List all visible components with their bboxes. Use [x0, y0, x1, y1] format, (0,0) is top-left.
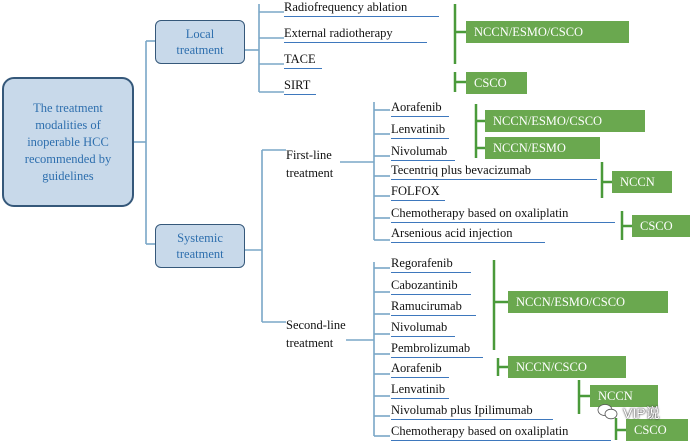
second-line-item: Cabozantinib	[391, 278, 471, 295]
root-line: inoperable HCC	[27, 134, 109, 149]
guideline-tag: NCCN	[612, 171, 672, 193]
local-label-line: treatment	[176, 43, 224, 57]
first-line-item: Tecentriq plus bevacizumab	[391, 163, 597, 180]
guideline-tag: NCCN/ESMO/CSCO	[466, 21, 629, 43]
guideline-tag: NCCN/CSCO	[508, 356, 626, 378]
second-line-item: Aorafenib	[391, 361, 449, 378]
first-line-item: Chemotherapy based on oxaliplatin	[391, 206, 615, 223]
local-label-line: Local	[185, 27, 215, 41]
local-item: Radiofrequency ablation	[284, 0, 439, 17]
second-line-item: Ramucirumab	[391, 299, 476, 316]
root-line: recommended by	[24, 151, 112, 166]
first-line-item: Arsenious acid injection	[391, 226, 545, 243]
second-line-item: Nivolumab plus Ipilimumab	[391, 403, 553, 420]
systemic-treatment-node: Systemic treatment	[155, 224, 245, 268]
second-line-label: Second-line treatment	[286, 316, 346, 352]
systemic-label-line: treatment	[176, 247, 224, 261]
second-line-item: Pembrolizumab	[391, 341, 483, 358]
root-line: The treatment	[33, 100, 103, 115]
guideline-tag: NCCN/ESMO	[485, 137, 600, 159]
local-item: SIRT	[284, 78, 316, 95]
second-line-label-line: treatment	[286, 336, 334, 350]
guideline-tag: NCCN/ESMO/CSCO	[508, 291, 668, 313]
local-item: TACE	[284, 52, 322, 69]
first-line-item: FOLFOX	[391, 184, 445, 201]
local-treatment-node: Local treatment	[155, 20, 245, 64]
root-line: guidelines	[42, 168, 94, 183]
local-item: External radiotherapy	[284, 26, 427, 43]
guideline-tag: NCCN/ESMO/CSCO	[485, 110, 645, 132]
root-line: modalities of	[35, 117, 101, 132]
guideline-tag: NCCN	[590, 385, 658, 407]
systemic-label-line: Systemic	[177, 231, 223, 245]
guideline-tag: CSCO	[632, 215, 690, 237]
first-line-label: First-line treatment	[286, 146, 333, 182]
root-node: The treatment modalities of inoperable H…	[2, 77, 134, 207]
second-line-item: Lenvatinib	[391, 382, 449, 399]
second-line-item: Regorafenib	[391, 256, 471, 273]
watermark: VIP说	[597, 398, 677, 428]
guideline-tag: CSCO	[626, 419, 688, 441]
first-line-label-line: treatment	[286, 166, 334, 180]
first-line-item: Aorafenib	[391, 100, 449, 117]
second-line-label-line: Second-line	[286, 318, 346, 332]
guideline-tag: CSCO	[466, 72, 527, 94]
second-line-item: Chemotherapy based on oxaliplatin	[391, 424, 611, 441]
first-line-item: Nivolumab	[391, 144, 455, 161]
first-line-label-line: First-line	[286, 148, 332, 162]
wechat-icon	[597, 403, 619, 424]
first-line-item: Lenvatinib	[391, 122, 449, 139]
watermark-text: VIP说	[623, 405, 660, 421]
second-line-item: Nivolumab	[391, 320, 455, 337]
